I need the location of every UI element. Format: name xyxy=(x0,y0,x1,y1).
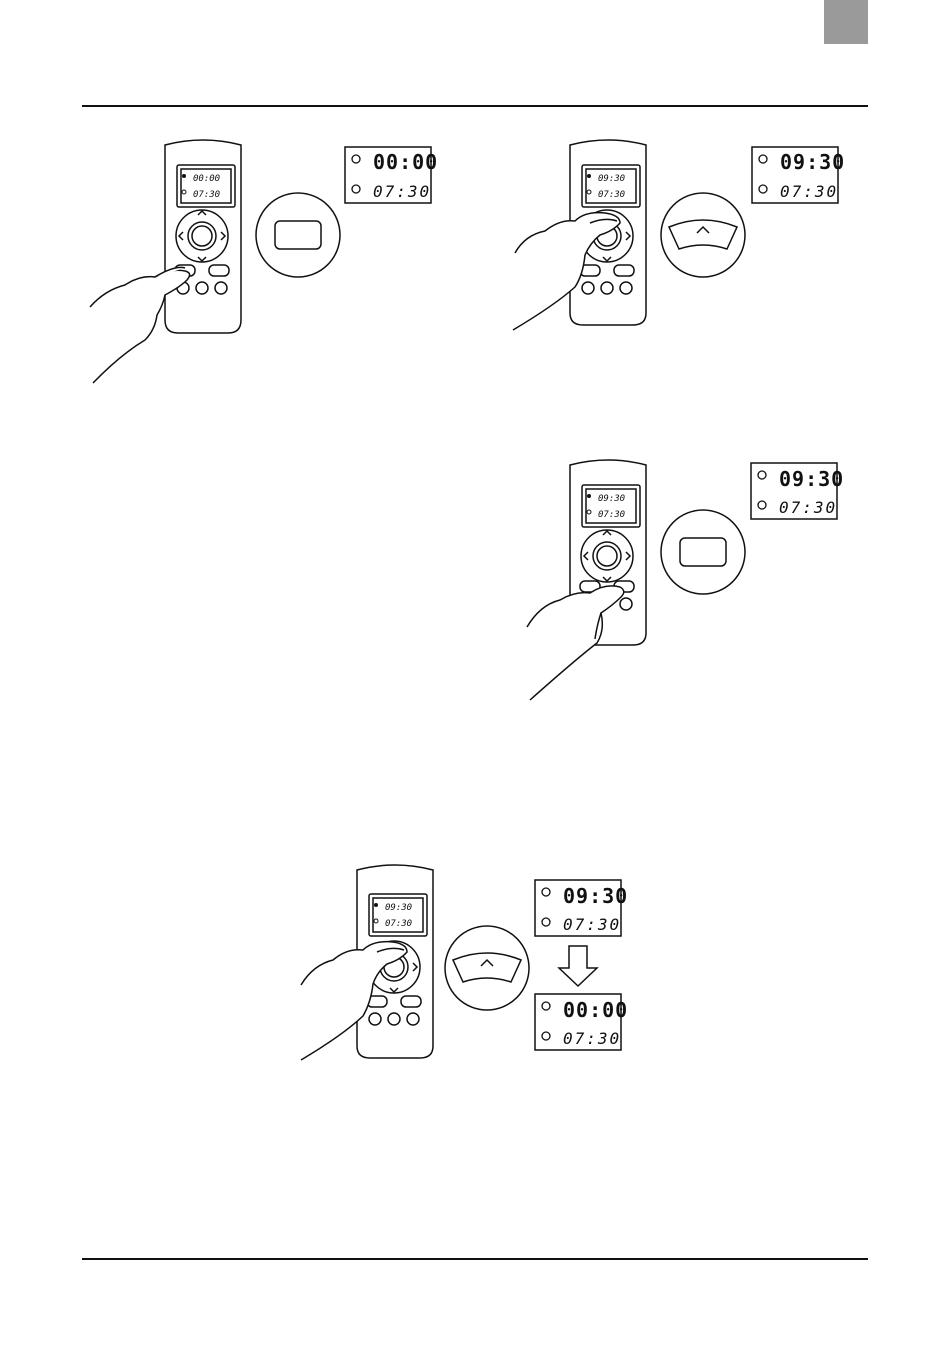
remote-display-bottom: 07:30 xyxy=(598,510,625,520)
remote-display-top: 00:00 xyxy=(193,174,220,184)
remote-display-top: 09:30 xyxy=(598,174,625,184)
illustration-step-1: 00:00 07:30 00:00 07:30 xyxy=(85,135,445,390)
screen-bottom-time: 07:30 xyxy=(373,182,431,201)
clock-icon xyxy=(758,501,766,509)
screen-bottom-time: 07:30 xyxy=(780,182,838,201)
clock-icon xyxy=(759,185,767,193)
chevron-up-icon xyxy=(697,227,709,233)
illustration-step-3: 09:30 07:30 09:30 07:30 xyxy=(505,455,865,710)
screen-top-time: 09:30 xyxy=(780,150,845,174)
screen-display-after: 00:00 07:30 xyxy=(535,994,628,1050)
remote-display-bottom: 07:30 xyxy=(385,919,412,929)
header-rule xyxy=(82,105,868,107)
clock-icon xyxy=(542,1032,550,1040)
clock-icon xyxy=(352,185,360,193)
timer-icon xyxy=(542,888,550,896)
zoom-circle xyxy=(661,193,745,277)
screen-display: 09:30 07:30 xyxy=(751,463,844,519)
zoom-circle xyxy=(661,510,745,594)
timer-icon xyxy=(542,1002,550,1010)
up-arrow-button-icon xyxy=(669,220,737,249)
screen-bottom-time: 07:30 xyxy=(563,1029,621,1048)
timer-icon xyxy=(758,471,766,479)
timer-icon xyxy=(352,155,360,163)
blank-button-icon xyxy=(680,538,726,566)
screen-bottom-time: 07:30 xyxy=(779,498,837,517)
zoom-circle xyxy=(256,193,340,277)
pointing-hand xyxy=(90,267,190,383)
screen-display-before: 09:30 07:30 xyxy=(535,880,628,936)
screen-display: 00:00 07:30 xyxy=(345,147,438,203)
illustration-step-2: 09:30 07:30 09:30 07:30 xyxy=(505,135,865,335)
screen-bottom-time: 07:30 xyxy=(563,915,621,934)
timer-icon xyxy=(759,155,767,163)
section-tab xyxy=(824,0,868,44)
screen-display: 09:30 07:30 xyxy=(752,147,845,203)
remote-display-top: 09:30 xyxy=(598,494,625,504)
pointing-hand xyxy=(513,213,620,330)
arrow-down-icon xyxy=(559,946,597,986)
footer-rule xyxy=(82,1258,868,1260)
screen-top-time: 00:00 xyxy=(373,150,438,174)
blank-button-icon xyxy=(275,221,321,249)
screen-top-time: 00:00 xyxy=(563,998,628,1022)
remote-display-top: 09:30 xyxy=(385,903,412,913)
pointing-hand xyxy=(301,942,407,1060)
remote-display-bottom: 07:30 xyxy=(598,190,625,200)
clock-icon xyxy=(542,918,550,926)
illustration-step-4: 09:30 07:30 09:30 07:30 00:00 07:30 xyxy=(295,860,635,1065)
chevron-up-icon xyxy=(481,960,493,966)
pointing-hand xyxy=(527,586,624,700)
zoom-circle xyxy=(445,926,529,1010)
screen-top-time: 09:30 xyxy=(779,467,844,491)
up-arrow-button-icon xyxy=(453,953,521,982)
remote-control xyxy=(165,140,241,333)
remote-display-bottom: 07:30 xyxy=(193,190,220,200)
screen-top-time: 09:30 xyxy=(563,884,628,908)
